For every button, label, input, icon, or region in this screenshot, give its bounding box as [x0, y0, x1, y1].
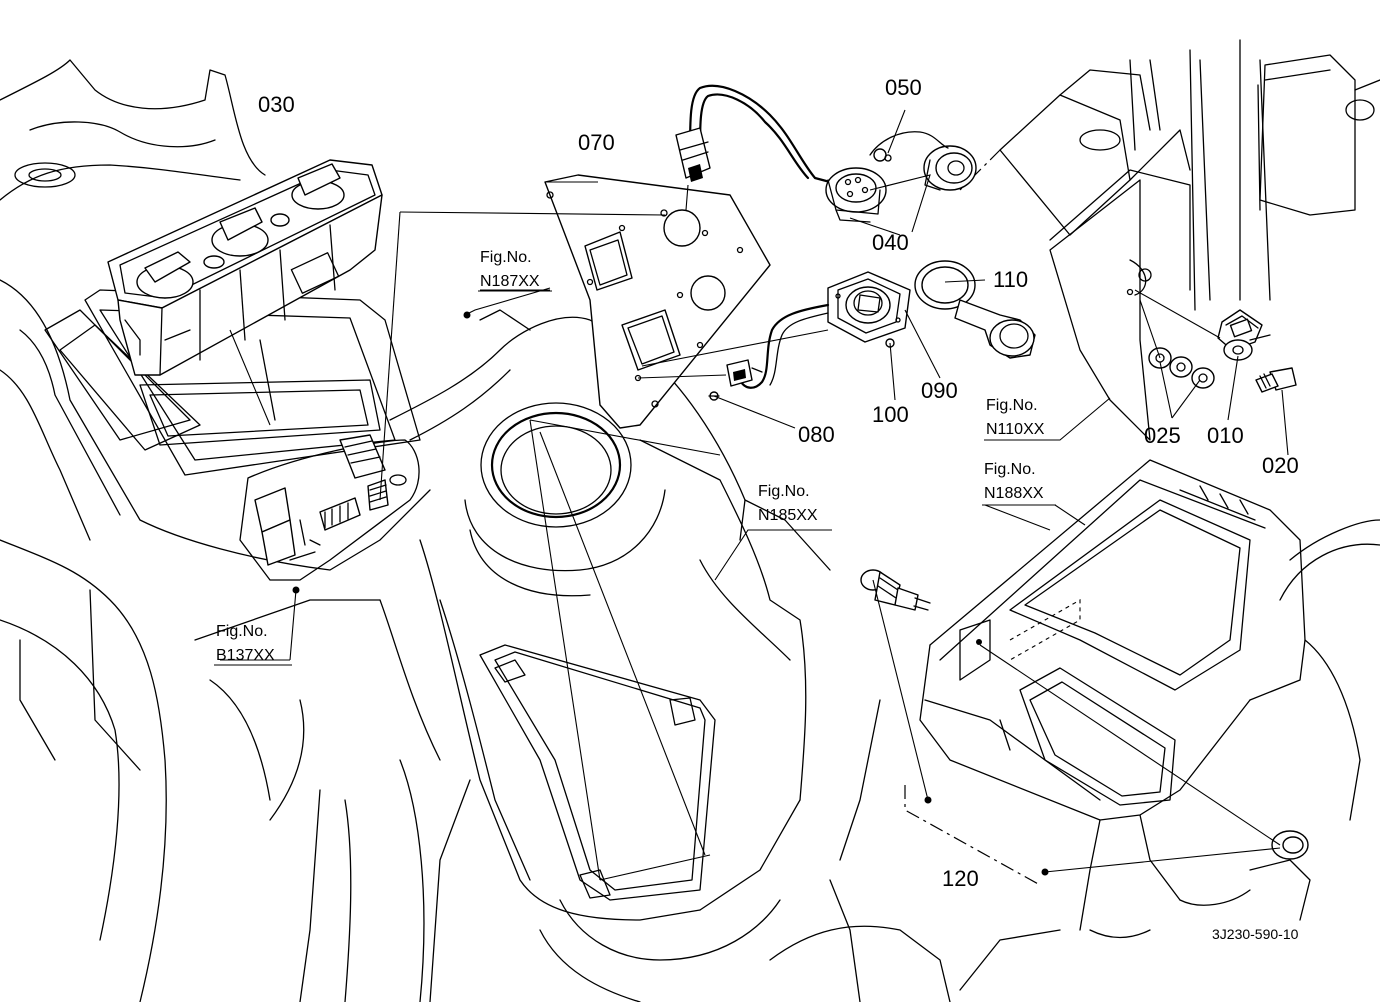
svg-text:N188XX: N188XX — [984, 485, 1044, 502]
drawing-code: 3J230-590-10 — [1212, 926, 1299, 942]
svg-text:Fig.No.: Fig.No. — [984, 461, 1036, 478]
leader-lines — [220, 109, 1289, 881]
callout-010: 010 — [1207, 423, 1244, 448]
socket-harness-040 — [675, 84, 977, 223]
figref-n188: Fig.No. N188XX — [982, 461, 1056, 506]
svg-text:Fig.No.: Fig.No. — [758, 483, 810, 500]
callout-090: 090 — [921, 378, 958, 403]
center-console-body — [389, 309, 831, 1002]
callout-025: 025 — [1144, 423, 1181, 448]
svg-text:N110XX: N110XX — [986, 421, 1045, 438]
switch-panel-030 — [107, 159, 383, 421]
svg-text:Fig.No.: Fig.No. — [986, 397, 1038, 414]
callout-labels: 030 070 050 040 110 090 100 080 025 010 … — [258, 75, 1299, 891]
bracket-010-bolt-020-washers-025 — [1126, 288, 1297, 393]
callout-040: 040 — [872, 230, 909, 255]
callout-080: 080 — [798, 422, 835, 447]
figref-b137: Fig.No. B137XX — [214, 623, 292, 666]
socket-090-cap-110 — [708, 260, 1036, 401]
right-console-body — [769, 459, 1380, 1002]
plate-070 — [544, 174, 771, 429]
left-console-body — [0, 59, 441, 1002]
svg-text:Fig.No.: Fig.No. — [480, 249, 532, 266]
connector-board — [239, 434, 420, 581]
svg-text:Fig.No.: Fig.No. — [216, 623, 268, 640]
svg-text:B137XX: B137XX — [216, 647, 275, 664]
pillar-body — [959, 39, 1380, 441]
figref-n185: Fig.No. N185XX — [750, 483, 832, 531]
svg-text:N185XX: N185XX — [758, 507, 818, 524]
callout-030: 030 — [258, 92, 295, 117]
callout-050: 050 — [885, 75, 922, 100]
callout-110: 110 — [993, 267, 1028, 292]
svg-text:N187XX: N187XX — [480, 273, 540, 290]
figref-n110: Fig.No. N110XX — [984, 397, 1060, 441]
lighter-120 — [860, 569, 1309, 886]
callout-120: 120 — [942, 866, 979, 891]
leader-dots — [292, 311, 1049, 876]
callout-100: 100 — [872, 402, 909, 427]
figure-references: Fig.No. N187XX Fig.No. N185XX Fig.No. N1… — [214, 249, 1060, 666]
figref-n187: Fig.No. N187XX — [478, 249, 552, 292]
callout-020: 020 — [1262, 453, 1299, 478]
callout-070: 070 — [578, 130, 615, 155]
